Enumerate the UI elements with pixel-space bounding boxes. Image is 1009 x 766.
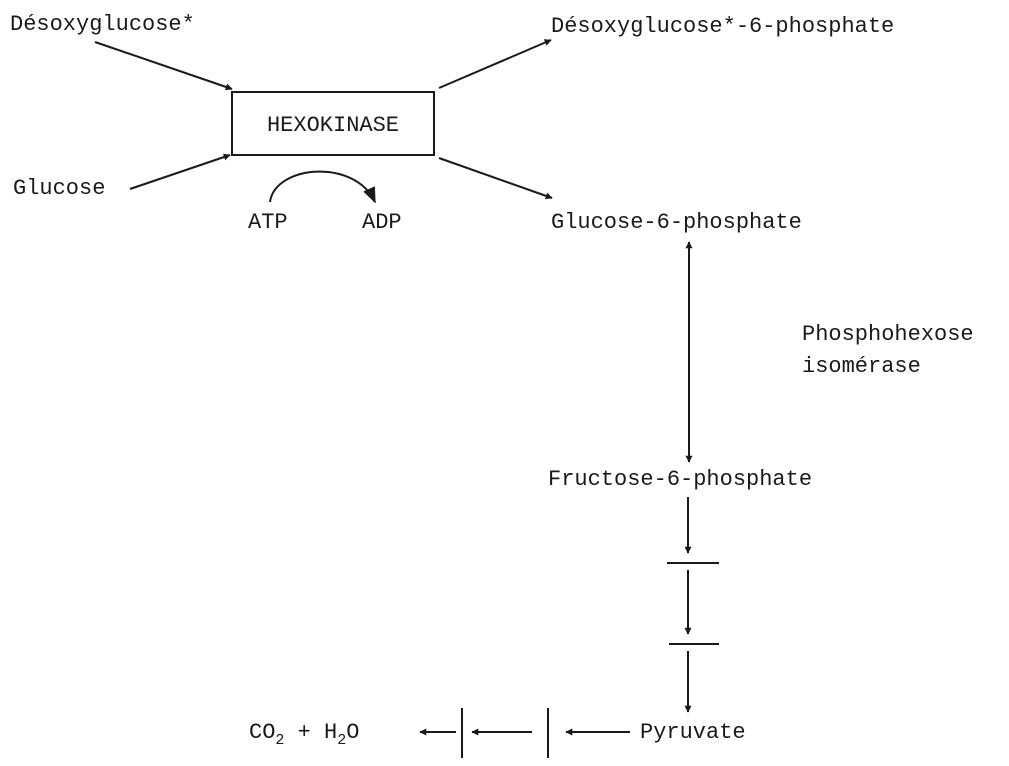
glucose-6-phosphate-label: Glucose-6-phosphate [551,210,802,235]
arrow-glucose-to-hexokinase [129,153,231,190]
glucose-label: Glucose [13,176,105,201]
fructose-6-phosphate-label: Fructose-6-phosphate [548,467,812,492]
atp-label: ATP [248,210,288,235]
hexokinase-label: HEXOKINASE [267,113,399,138]
co2-h2o-label: CO2 + H2O [249,720,359,749]
pyruvate-label: Pyruvate [640,720,746,745]
hexokinase-box: HEXOKINASE [231,91,435,156]
arrow-atp-to-adp [269,170,376,204]
desoxyglucose-6-phosphate-label: Désoxyglucose*-6-phosphate [551,14,894,39]
arrow-hexokinase-to-desoxyglucose-6-phosphate [438,39,552,89]
arrow-hexokinase-to-glucose-6-phosphate [438,157,553,200]
desoxyglucose-label: Désoxyglucose* [10,12,195,37]
arrow-desoxyglucose-to-hexokinase [94,41,233,91]
adp-label: ADP [362,210,402,235]
enzyme-label-line2: isomérase [802,354,921,379]
enzyme-label-line1: Phosphohexose [802,322,974,347]
